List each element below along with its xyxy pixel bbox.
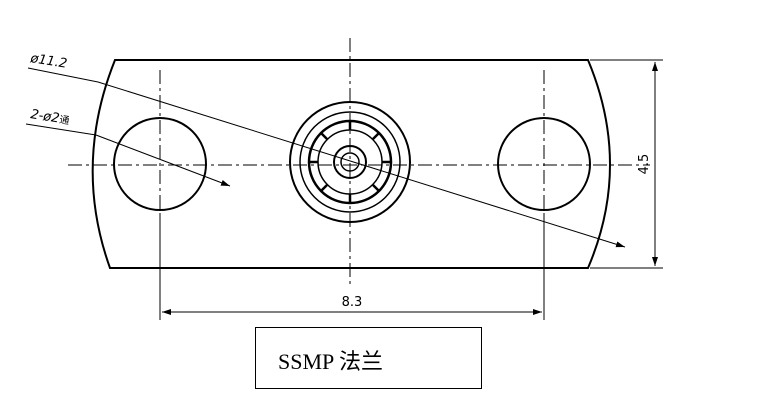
flange-diameter-leader	[27, 67, 626, 248]
caption-box: SSMP 法兰	[255, 327, 482, 389]
left-mounting-hole	[113, 117, 207, 211]
flange-outline	[91, 59, 611, 269]
right-mounting-hole	[497, 117, 591, 211]
flange-diameter-label: ø11.2	[28, 51, 68, 72]
caption-text: SSMP 法兰	[278, 349, 383, 374]
hole-spacing-dimension	[159, 215, 545, 320]
hole-spacing-dim-label: 8.3	[342, 295, 363, 310]
hole-callout-leader	[25, 123, 231, 187]
height-dimension	[590, 59, 663, 269]
ssmp-connector	[289, 101, 411, 223]
hole-callout-label: 2-ø2通	[29, 107, 70, 128]
height-dim-label: 4.5	[637, 154, 652, 175]
centerlines	[68, 38, 650, 288]
